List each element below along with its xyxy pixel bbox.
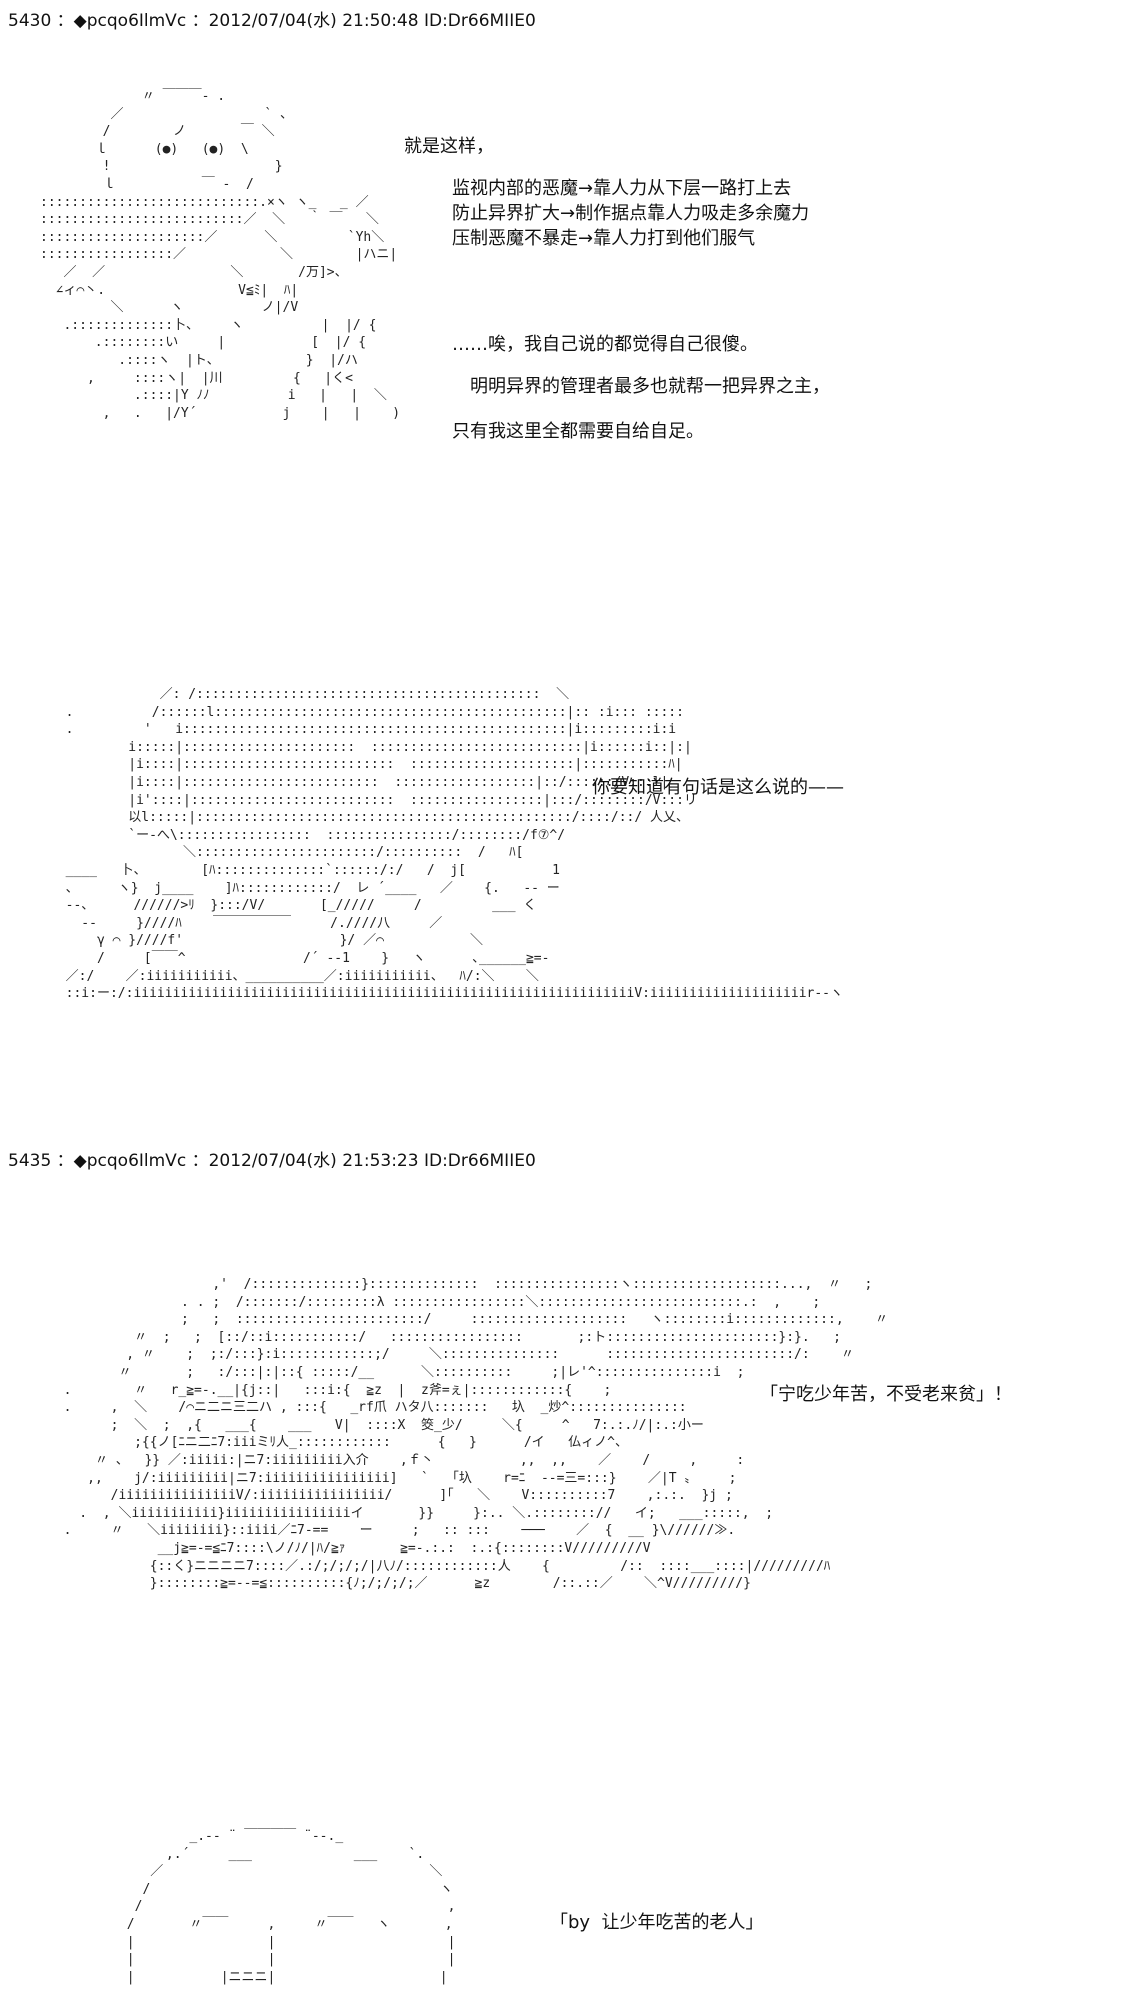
- dialogue-line-4: 压制恶魔不暴走→靠人力打到他们服气: [452, 228, 756, 249]
- dialogue-line-6: 明明异界的管理者最多也就帮一把异界之主，: [470, 376, 830, 397]
- dialogue-line-3: 防止异界扩大→制作据点靠人力吸走多余魔力: [452, 203, 810, 224]
- dialogue-line-9: 「宁吃少年苦，不受老来贫」！: [760, 1384, 1012, 1405]
- dialogue-line-1: 就是这样，: [404, 136, 494, 157]
- post-header-5435: 5435 ：◆pcqo6IlmVc ：2012/07/04(水) 21:53:2…: [8, 1151, 536, 1171]
- dialogue-line-8: 你要知道有句话是这么说的——: [592, 777, 844, 798]
- dialogue-line-10: 「by 让少年吃苦的老人」: [550, 1912, 764, 1933]
- dialogue-line-2: 监视内部的恶魔→靠人力从下层一路打上去: [452, 178, 792, 199]
- post-header-5430: 5430 ：◆pcqo6IlmVc ：2012/07/04(水) 21:50:4…: [8, 11, 536, 31]
- aa-figure-seated-character: ／: /::::::::::::::::::::::::::::::::::::…: [65, 687, 844, 1002]
- aa-figure-bald-man: 〃 ￣￣￣‐ . ／ ` 、 / ノ ￣ ＼ ｌ (●) (●) \ ! } ｌ…: [40, 89, 401, 421]
- dialogue-line-7: 只有我这里全都需要自给自足。: [452, 421, 704, 442]
- aa-figure-old-man: _.-‐ ¨ ￣￣￣￣ ¨‐-._ ,.´ ___ ___ `. ／ ＼ / ヽ…: [126, 1829, 456, 1985]
- aa-figure-chaotic-scene: ,' /::::::::::::::}:::::::::::::: ::::::…: [63, 1277, 888, 1592]
- dialogue-line-5: ……唉，我自己说的都觉得自己很傻。: [452, 334, 758, 355]
